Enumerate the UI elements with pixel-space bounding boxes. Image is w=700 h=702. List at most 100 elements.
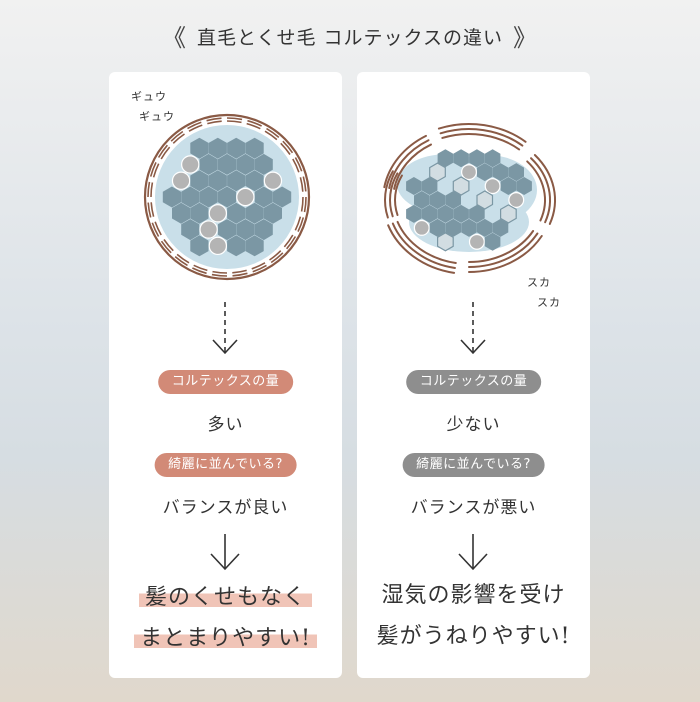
- cortex-hexagon: [453, 204, 469, 223]
- cuticle-segment: [266, 127, 280, 138]
- cortex-hexagon: [429, 218, 446, 237]
- cuticle-segment: [388, 139, 430, 190]
- cortex-hexagon: [437, 204, 454, 223]
- cuticle-segment: [468, 230, 535, 263]
- cuticle-segment: [232, 269, 247, 274]
- cortex-cell: [508, 192, 525, 208]
- cortex-hexagon: [162, 186, 181, 208]
- cortex-hexagon: [453, 149, 469, 168]
- cuticle-segment: [302, 176, 307, 192]
- cuticle-segment: [212, 270, 228, 274]
- cortex-hexagon: [254, 219, 273, 241]
- straight-hair-card: ギュウ ギュウ コルテックスの量 多い 綺麗に並んでいる? バランスが良い 髪の…: [109, 72, 342, 678]
- cortex-hexagon: [484, 232, 501, 251]
- cuticle-segment: [192, 267, 207, 275]
- title-text: 直毛とくせ毛 コルテックスの違い: [197, 27, 503, 49]
- cortex-amount-pill: コルテックスの量: [157, 370, 294, 394]
- cuticle-segment: [252, 264, 267, 273]
- cortex-hexagon: [469, 149, 485, 168]
- cuticle-segment: [211, 273, 228, 277]
- dashed-down-arrow-icon: [460, 302, 486, 355]
- alignment-value: バランスが悪い: [410, 498, 537, 518]
- straight-hair-cross-section: [143, 113, 311, 281]
- cortex-cell: [468, 233, 485, 250]
- cortex-cell: [236, 187, 255, 207]
- cuticle-segment: [384, 170, 394, 219]
- cuticle-segment: [170, 130, 184, 142]
- cortex-cell: [484, 178, 501, 195]
- cuticle-segment: [270, 252, 284, 264]
- cortex-hexagon: [406, 204, 422, 223]
- cortex-hexagon: [500, 177, 517, 195]
- cuticle-segment: [188, 124, 203, 132]
- cuticle-segment: [157, 144, 168, 158]
- cuticle-segment: [283, 234, 294, 248]
- cortex-hexagon: [236, 153, 255, 175]
- cuticle-segment: [246, 122, 261, 130]
- cortex-hexagon: [437, 149, 454, 168]
- cuticle-segment: [437, 123, 527, 143]
- cuticle-segment: [174, 256, 188, 267]
- cuticle-segment: [299, 177, 304, 192]
- conclusion-line-2: まとまりやすい!: [109, 618, 342, 652]
- down-arrow-icon: [458, 534, 488, 571]
- cuticle-segment: [393, 143, 432, 190]
- cortex-hexagon: [208, 137, 227, 159]
- alignment-pill: 綺麗に並んでいる?: [154, 453, 297, 477]
- cortex-hexagon: [516, 177, 532, 195]
- cortex-hexagon: [190, 170, 209, 192]
- cuticle-segment: [530, 157, 551, 224]
- cortex-hexagon: [436, 232, 454, 252]
- cuticle-segment: [160, 146, 171, 160]
- cortex-cell: [263, 171, 283, 190]
- cortex-hexagon: [199, 186, 218, 208]
- conclusion-line-1: 髪のくせもなく: [109, 577, 342, 611]
- cortex-hexagon: [508, 163, 524, 182]
- down-arrow-icon: [210, 534, 240, 571]
- cortex-hexagon: [245, 137, 264, 159]
- alignment-value: バランスが良い: [162, 498, 289, 518]
- cuticle-segment: [150, 202, 155, 217]
- conclusion-line-2: 髪がうねりやすい!: [376, 624, 571, 649]
- cuticle-segment: [163, 239, 174, 252]
- cuticle-segment: [439, 128, 524, 147]
- cuticle-segment: [387, 224, 456, 274]
- cuticle-segment: [468, 235, 543, 273]
- cuticle-segment: [396, 220, 457, 265]
- conclusion-line-1: 湿気の影響を受け: [381, 583, 566, 608]
- cortex-hexagon: [452, 176, 470, 196]
- cortex-hexagon: [227, 235, 246, 257]
- cortex-hexagon: [421, 204, 438, 223]
- cuticle-segment: [206, 117, 222, 122]
- cortex-hexagon: [477, 163, 493, 182]
- cortex-hexagon: [217, 153, 237, 175]
- cuticle-segment: [152, 163, 160, 178]
- cuticle-segment: [282, 140, 294, 154]
- cortex-hexagon: [445, 218, 461, 237]
- onomatopoeia-word: ギュウ: [139, 110, 175, 123]
- cortex-hexagon: [254, 186, 273, 208]
- cuticle-segment: [391, 222, 456, 269]
- cuticle-segment: [226, 120, 242, 124]
- cortex-hexagon: [484, 149, 501, 168]
- cortex-hexagon: [245, 235, 264, 257]
- cortex-hexagon: [263, 202, 282, 224]
- cortex-hexagon: [254, 153, 273, 175]
- alignment-pill: 綺麗に並んでいる?: [402, 453, 545, 477]
- cortex-hexagon: [217, 219, 237, 241]
- cuticle-segment: [247, 119, 262, 127]
- cuticle-segment: [292, 158, 300, 173]
- onomatopoeia-word: ギュウ: [131, 90, 167, 103]
- cortex-hexagon: [406, 177, 422, 195]
- cortex-hexagon: [414, 191, 430, 209]
- cuticle-segment: [232, 272, 248, 277]
- cuticle-segment: [251, 262, 266, 270]
- cortex-hexagon: [199, 153, 218, 175]
- cuticle-segment: [160, 240, 172, 254]
- cortex-hexagon: [217, 186, 237, 208]
- cuticle-segment: [151, 222, 160, 237]
- cuticle-segment: [280, 142, 291, 155]
- cortex-hexagon: [429, 162, 446, 182]
- cuticle-segment: [149, 162, 157, 177]
- cortex-amount-pill: コルテックスの量: [405, 370, 542, 394]
